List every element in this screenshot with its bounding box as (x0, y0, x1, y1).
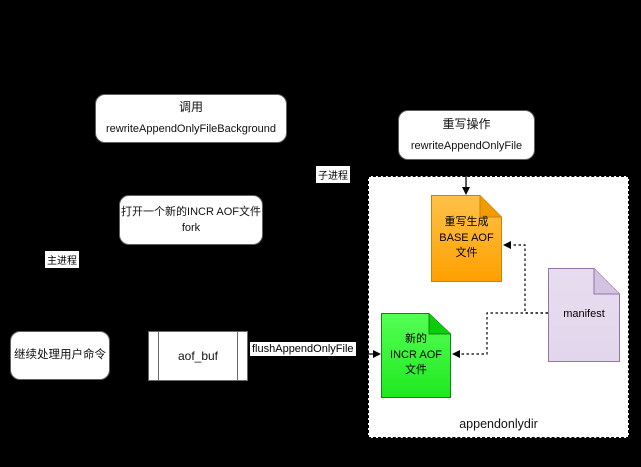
flush-arrowhead (373, 350, 381, 358)
incr-aof-document-fold-crease (428, 313, 451, 335)
base-aof-line-1: 重写生成 (444, 216, 489, 229)
call-node-line2: rewriteAppendOnlyFileBackground (106, 123, 276, 135)
continue-node-label: 继续处理用户命令 (14, 349, 106, 361)
manifest-to-base-dashed-line (511, 244, 548, 314)
rewrite-operation-node: 重写操作 rewriteAppendOnlyFile (398, 110, 535, 160)
child-process-edge-label: 子进程 (316, 166, 350, 183)
rewrite-node-line1: 重写操作 (442, 116, 491, 131)
continue-commands-node: 继续处理用户命令 (10, 331, 110, 380)
manifest-document-label: manifest (548, 268, 620, 362)
manifest-to-incr-dashed-line (459, 312, 548, 355)
incr-aof-line-3: 文件 (405, 364, 427, 377)
manifest-to-incr-arrowhead (452, 350, 460, 358)
manifest-line-1: manifest (563, 308, 605, 321)
base-aof-document-label: 重写生成 BASE AOF 文件 (431, 195, 502, 282)
base-aof-line-2: BASE AOF (439, 231, 494, 244)
incr-aof-line-2: INCR AOF (390, 348, 442, 361)
aof-buf-right-bar (237, 332, 238, 380)
rewrite-to-base-arrowhead (462, 187, 470, 195)
aof-buf-left-bar (158, 332, 159, 380)
fork-node-line2: fork (181, 221, 201, 234)
flush-append-only-file-edge-label: flushAppendOnlyFile (250, 342, 356, 356)
call-rewrite-background-node: 调用 rewriteAppendOnlyFileBackground (95, 94, 287, 143)
incr-aof-document-fold (429, 313, 451, 334)
incr-aof-document (381, 313, 451, 398)
incr-aof-line-1: 新的 (405, 333, 427, 346)
manifest-document-fold-crease (593, 268, 620, 295)
aof-buf-node: aof_buf (148, 331, 248, 381)
rewrite-node-line2: rewriteAppendOnlyFile (410, 139, 523, 152)
manifest-document (548, 268, 620, 362)
manifest-document-fold (594, 268, 620, 294)
base-aof-document-fold (480, 195, 502, 217)
base-aof-line-3: 文件 (455, 247, 478, 260)
manifest-to-base-arrowhead (503, 241, 511, 249)
appendonlydir-label: appendonlydir (459, 417, 538, 431)
incr-aof-document-label: 新的 INCR AOF 文件 (381, 313, 451, 398)
call-node-line1: 调用 (178, 100, 203, 114)
fork-node-line1: 打开一个新的INCR AOF文件 (121, 205, 261, 218)
fork-node: 打开一个新的INCR AOF文件 fork (119, 195, 263, 245)
base-aof-document (431, 195, 502, 282)
aof-buf-label: aof_buf (177, 349, 219, 363)
main-process-edge-label: 主进程 (45, 251, 79, 268)
base-aof-document-fold-crease (479, 195, 502, 218)
